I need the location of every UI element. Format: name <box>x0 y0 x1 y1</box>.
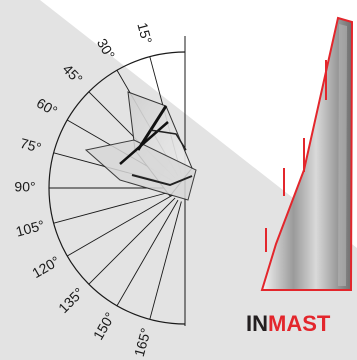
spoke-105 <box>53 191 172 224</box>
sail-sketch <box>84 91 197 201</box>
angle-label-105: 105° <box>14 217 46 240</box>
angle-label-165: 165° <box>131 326 154 358</box>
mast-graphic <box>260 16 354 291</box>
brand-suffix: MAST <box>268 311 331 336</box>
spoke-135 <box>88 197 176 285</box>
spoke-150 <box>116 199 179 307</box>
angle-label-90: 90° <box>14 179 35 195</box>
brand-wordmark: INMAST <box>246 311 331 336</box>
spoke-165 <box>149 201 182 320</box>
angle-label-75: 75° <box>18 135 43 156</box>
brand-prefix: IN <box>246 311 268 336</box>
spoke-120 <box>66 194 174 257</box>
angle-label-15: 15° <box>134 21 155 46</box>
